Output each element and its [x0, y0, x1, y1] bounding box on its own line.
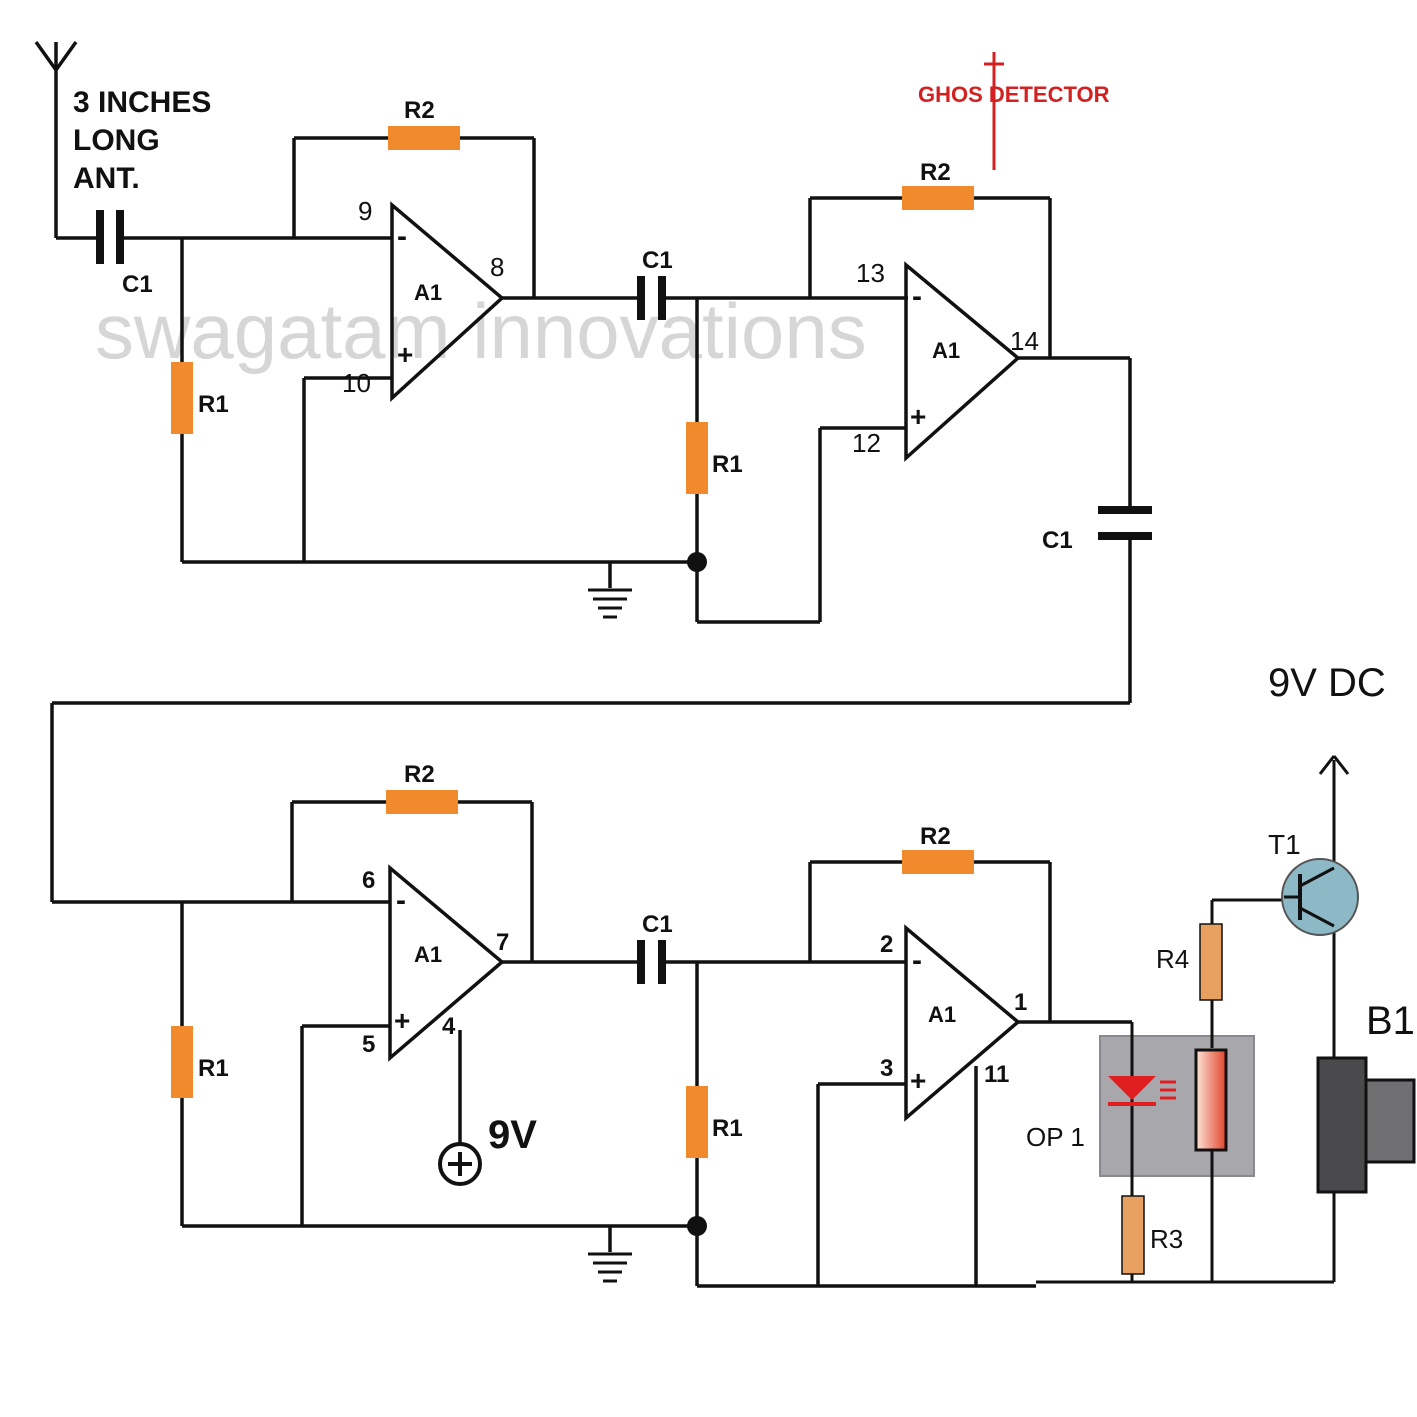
pin-14: 14 — [1010, 326, 1039, 356]
pin-7: 7 — [496, 929, 509, 956]
svg-text:-: - — [396, 884, 406, 917]
antenna-icon — [34, 40, 78, 238]
ldr-icon — [1194, 1048, 1228, 1152]
c1-label-2: C1 — [642, 247, 673, 274]
resistor-r3 — [1121, 1195, 1145, 1275]
pin-11: 11 — [984, 1061, 1009, 1088]
r1-label-4: R1 — [712, 1115, 743, 1142]
arrow-up-icon — [1318, 755, 1350, 775]
opamp-a1-stage2 — [904, 261, 1021, 462]
r1-label-2: R1 — [712, 451, 743, 478]
pin-13: 13 — [856, 258, 885, 288]
r2-label-1: R2 — [404, 97, 435, 124]
a1-label-2: A1 — [932, 338, 960, 363]
a1-label-4: A1 — [928, 1002, 956, 1027]
pin-8: 8 — [490, 252, 504, 282]
ground-icon-2 — [588, 1252, 632, 1283]
a1-label-3: A1 — [414, 942, 442, 967]
nine-volt-label: 9V — [488, 1113, 537, 1157]
antenna-label-line1: 3 INCHES — [73, 86, 211, 119]
opamp-a1-stage1 — [390, 201, 505, 402]
svg-text:+: + — [910, 1065, 926, 1096]
pin-12: 12 — [852, 428, 881, 458]
resistor-r2-stage1 — [388, 126, 460, 150]
svg-text:-: - — [912, 944, 922, 977]
r3-label: R3 — [1150, 1224, 1183, 1254]
pin-3: 3 — [880, 1055, 893, 1082]
r2-label-3: R2 — [404, 761, 435, 788]
ground-icon-1 — [588, 588, 632, 619]
antenna-label-line2: LONG — [73, 124, 160, 157]
r1-label-1: R1 — [198, 391, 229, 418]
stage-4 — [695, 860, 1132, 1288]
pin-10: 10 — [342, 368, 371, 398]
r1-label-3: R1 — [198, 1055, 229, 1082]
stage-1 — [34, 40, 908, 588]
pin-4: 4 — [442, 1013, 456, 1040]
resistor-r1-stage4 — [686, 1086, 708, 1158]
pin-5: 5 — [362, 1031, 375, 1058]
buzzer-b1-icon — [1316, 1056, 1416, 1194]
resistor-r4 — [1199, 923, 1223, 1001]
svg-text:+: + — [394, 1005, 410, 1036]
led-icon — [1108, 1076, 1176, 1106]
opamp-a1-stage3 — [388, 864, 505, 1062]
pin-1: 1 — [1014, 989, 1027, 1016]
r2-label-4: R2 — [920, 823, 951, 850]
supply-label: 9V DC — [1268, 661, 1386, 705]
svg-text:+: + — [397, 339, 413, 370]
svg-text:-: - — [397, 220, 407, 253]
pin-6: 6 — [362, 867, 375, 894]
stage-2 — [50, 196, 1152, 902]
opamp-a1-stage4 — [904, 924, 1021, 1122]
b1-label: B1 — [1366, 999, 1415, 1043]
c1-label-1: C1 — [122, 271, 153, 298]
resistor-r1-stage1 — [171, 362, 193, 434]
junction-dot-2 — [687, 1216, 707, 1236]
t1-label: T1 — [1268, 829, 1301, 860]
svg-text:-: - — [912, 280, 922, 313]
svg-text:+: + — [910, 401, 926, 432]
antenna-label-line3: ANT. — [73, 162, 140, 195]
transistor-t1-icon — [1281, 858, 1359, 936]
title-block: GHOS DETECTOR — [918, 52, 1110, 170]
op1-label: OP 1 — [1026, 1122, 1085, 1152]
r4-label: R4 — [1156, 944, 1189, 974]
a1-label-1: A1 — [414, 280, 442, 305]
stage-3 — [52, 800, 906, 1252]
c1-label-4: C1 — [642, 911, 673, 938]
pin-2: 2 — [880, 931, 893, 958]
resistor-r2-stage3 — [386, 790, 458, 814]
resistor-r2-stage2 — [902, 186, 974, 210]
resistor-r2-stage4 — [902, 850, 974, 874]
junction-dot-1 — [687, 552, 707, 572]
watermark: swagatam innovations — [95, 287, 867, 375]
battery-plus-icon — [438, 1142, 482, 1186]
resistor-r1-stage3 — [171, 1026, 193, 1098]
pin-9: 9 — [358, 196, 372, 226]
resistor-r1-stage2 — [686, 422, 708, 494]
r2-label-2: R2 — [920, 159, 951, 186]
title: GHOS DETECTOR — [918, 82, 1110, 107]
c1-label-3: C1 — [1042, 527, 1073, 554]
